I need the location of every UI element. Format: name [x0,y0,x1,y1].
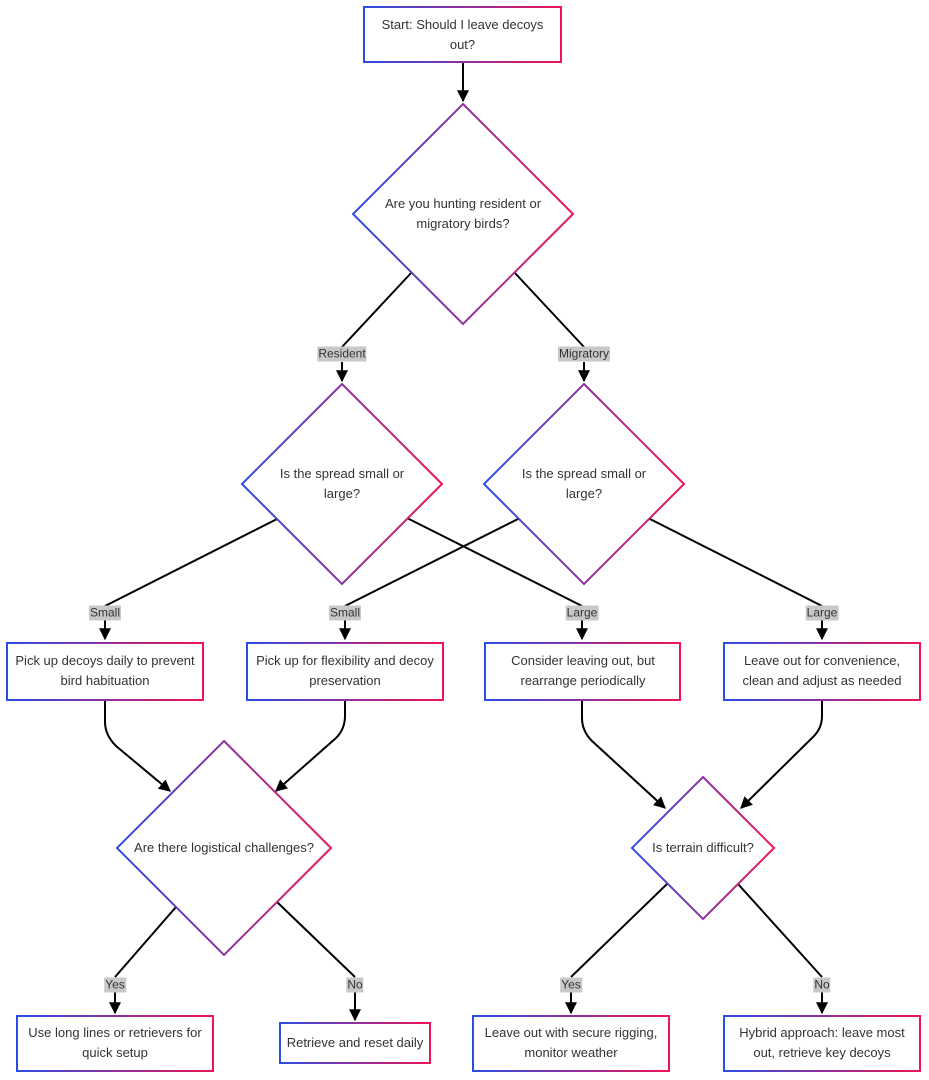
node-consider-leave-box[interactable] [484,642,681,701]
node-pick-flex-text: Pick up for flexibility and decoy preser… [256,653,434,688]
edge-resident-small [104,517,280,607]
node-leave-secure-box[interactable] [472,1015,670,1072]
edge-label-resident: Resident [317,346,367,362]
edge-terrain-yes [570,883,668,978]
edge-leave-to-terrain [740,700,823,809]
node-retrieve-reset-box[interactable] [279,1022,431,1064]
edge-migratory-small [344,517,521,607]
node-leave-secure-text: Leave out with secure rigging, monitor w… [484,1025,658,1060]
node-start-text: Start: Should I leave decoys out? [381,17,544,52]
node-spread-resident-text: Is the spread small or large? [279,466,405,501]
node-long-lines-text: Use long lines or retrievers for quick s… [28,1025,202,1060]
edge-label-small-resident: Small [88,605,122,621]
node-bird-diamond[interactable] [351,102,575,326]
node-spread-migratory-diamond[interactable] [482,382,686,586]
edge-terrain-no [737,883,823,978]
node-start-box[interactable] [363,6,562,63]
node-spread-migratory-text: Is the spread small or large? [521,466,647,501]
edge-label-large-migratory: Large [805,605,839,621]
edge-label-no-terrain: No [813,977,831,993]
edge-label-no-logistics: No [346,977,364,993]
node-logistics-text: Are there logistical challenges? [134,840,314,855]
edge-pickdaily-to-logistics [104,700,171,792]
edge-label-large-resident: Large [565,605,599,621]
edges [99,62,828,1022]
node-spread-resident-diamond[interactable] [240,382,444,586]
edge-bird-to-migratory [513,271,585,348]
edge-migratory-large [647,517,823,607]
node-logistics-diamond[interactable] [115,739,333,957]
edge-logistics-yes [114,906,177,978]
edge-label-small-migratory: Small [328,605,362,621]
node-leave-convenience-text: Leave out for convenience, clean and adj… [742,653,902,688]
node-terrain-text: Is terrain difficult? [652,840,754,855]
edge-label-yes-logistics: Yes [104,977,126,993]
node-bird-text: Are you hunting resident or migratory bi… [384,196,542,231]
node-hybrid-box[interactable] [723,1015,921,1072]
node-consider-leave-text: Consider leaving out, but rearrange peri… [511,653,655,688]
node-hybrid-text: Hybrid approach: leave most out, retriev… [739,1025,905,1060]
node-retrieve-reset-text: Retrieve and reset daily [286,1035,424,1050]
edge-bird-to-resident [341,271,413,348]
node-long-lines-box[interactable] [16,1015,214,1072]
edge-label-yes-terrain: Yes [560,977,582,993]
edge-consider-to-terrain [581,700,666,809]
nodes [6,6,921,1072]
edge-logistics-no [276,901,356,978]
edge-label-migratory: Migratory [557,346,611,362]
node-terrain-diamond[interactable] [630,775,776,921]
node-leave-convenience-box[interactable] [723,642,921,701]
node-pick-flex-box[interactable] [246,642,444,701]
edge-pickflex-to-logistics [275,700,346,792]
node-pick-daily-box[interactable] [6,642,204,701]
edge-resident-large [406,517,583,607]
node-pick-daily-text: Pick up decoys daily to prevent bird hab… [15,653,195,688]
